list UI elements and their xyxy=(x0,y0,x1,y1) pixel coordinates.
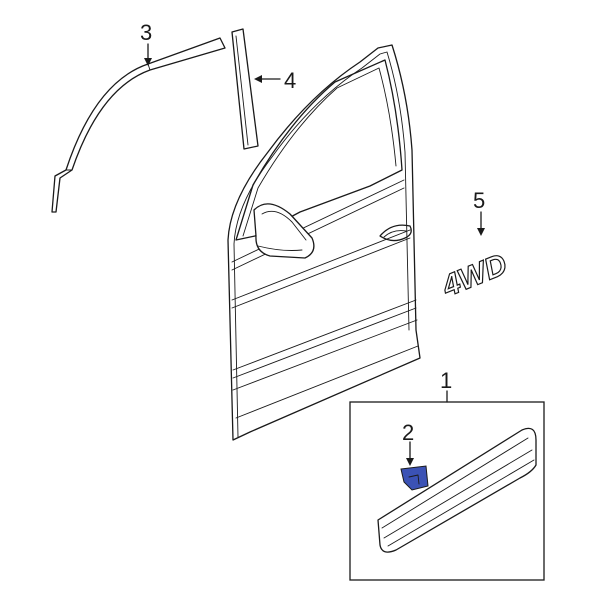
callout-3: 3 xyxy=(140,20,152,45)
frame-moulding xyxy=(51,37,226,213)
callout-5: 5 xyxy=(473,188,485,213)
4wd-emblem: 4WD xyxy=(436,247,512,304)
leader-lines xyxy=(144,43,485,466)
callout-1: 1 xyxy=(440,368,452,393)
callout-4: 4 xyxy=(284,68,296,93)
emblem-label: 4WD xyxy=(437,248,512,304)
moulding-kit-box xyxy=(349,401,545,581)
pillar-applique xyxy=(231,28,259,150)
front-door xyxy=(227,44,421,441)
callout-2: 2 xyxy=(402,420,414,445)
outside-mirror xyxy=(253,203,315,259)
moulding-clip xyxy=(400,465,429,491)
